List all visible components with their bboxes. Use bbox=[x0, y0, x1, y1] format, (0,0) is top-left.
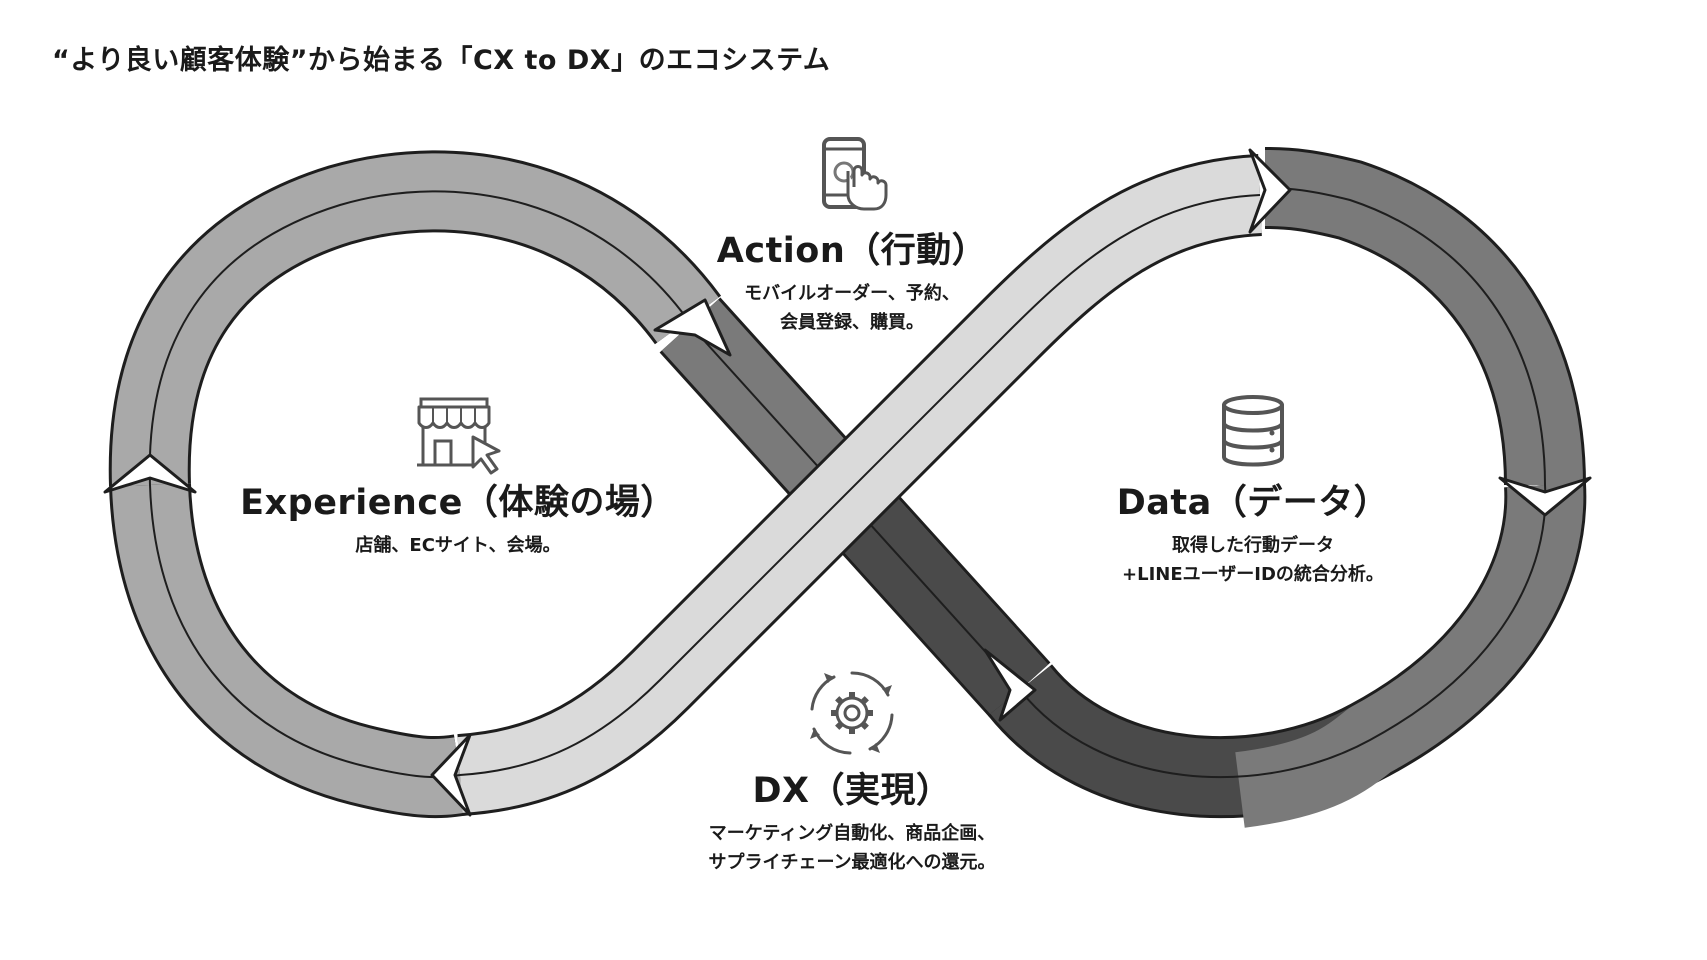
stage-experience-title: Experience（体験の場） bbox=[240, 483, 676, 523]
arrow-chevron-center-lower bbox=[983, 648, 1037, 722]
gear-cycle-icon bbox=[804, 665, 900, 761]
arrow-chevron-bottom-left bbox=[430, 733, 472, 817]
stage-data-desc-line: +LINEユーザーIDの統合分析。 bbox=[1122, 563, 1384, 585]
stage-dx: DX（実現） マーケティング自動化、商品企画、 サプライチェーン最適化への還元。 bbox=[708, 770, 995, 878]
stage-dx-desc-line: サプライチェーン最適化への還元。 bbox=[708, 851, 996, 873]
stage-dx-title: DX（実現） bbox=[752, 771, 952, 811]
left-loop-upper-arc bbox=[108, 150, 722, 487]
right-loop-lower-arc bbox=[988, 482, 1587, 828]
left-loop-lower-arc bbox=[109, 483, 467, 819]
stage-action-desc-line: 会員登録、購買。 bbox=[780, 311, 924, 333]
diagonal-band-light bbox=[456, 154, 1263, 816]
database-icon bbox=[1218, 393, 1288, 469]
page-title: “より良い顧客体験”から始まる「CX to DX」のエコシステム bbox=[52, 45, 831, 76]
stage-dx-desc-line: マーケティング自動化、商品企画、 bbox=[708, 823, 996, 844]
stage-action-desc: モバイルオーダー、予約、 会員登録、購買。 bbox=[717, 280, 988, 338]
arrow-chevron-center-upper bbox=[653, 298, 732, 357]
right-loop-upper-arc bbox=[1264, 147, 1586, 486]
stage-action-desc-line: モバイルオーダー、予約、 bbox=[744, 283, 960, 304]
stage-data-title: Data（データ） bbox=[1116, 483, 1390, 523]
stage-experience: Experience（体験の場） 店舗、ECサイト、会場。 bbox=[240, 482, 676, 561]
stage-data-desc: 取得した行動データ +LINEユーザーIDの統合分析。 bbox=[1117, 532, 1390, 590]
stage-action: Action（行動） モバイルオーダー、予約、 会員登録、購買。 bbox=[717, 230, 988, 338]
arrow-chevron-left bbox=[103, 453, 197, 494]
stage-data-desc-line: 取得した行動データ bbox=[1172, 535, 1334, 556]
arrow-chevron-right bbox=[1498, 476, 1592, 517]
stage-action-title: Action（行動） bbox=[716, 231, 988, 271]
stage-data: Data（データ） 取得した行動データ +LINEユーザーIDの統合分析。 bbox=[1117, 482, 1390, 590]
arrow-chevron-top-right bbox=[1248, 148, 1292, 234]
stage-experience-desc: 店舗、ECサイト、会場。 bbox=[240, 532, 676, 561]
smartphone-tap-icon bbox=[812, 135, 892, 215]
storefront-cursor-icon bbox=[413, 393, 507, 475]
stage-dx-desc: マーケティング自動化、商品企画、 サプライチェーン最適化への還元。 bbox=[708, 820, 995, 878]
stage-experience-desc-line: 店舗、ECサイト、会場。 bbox=[355, 535, 561, 556]
